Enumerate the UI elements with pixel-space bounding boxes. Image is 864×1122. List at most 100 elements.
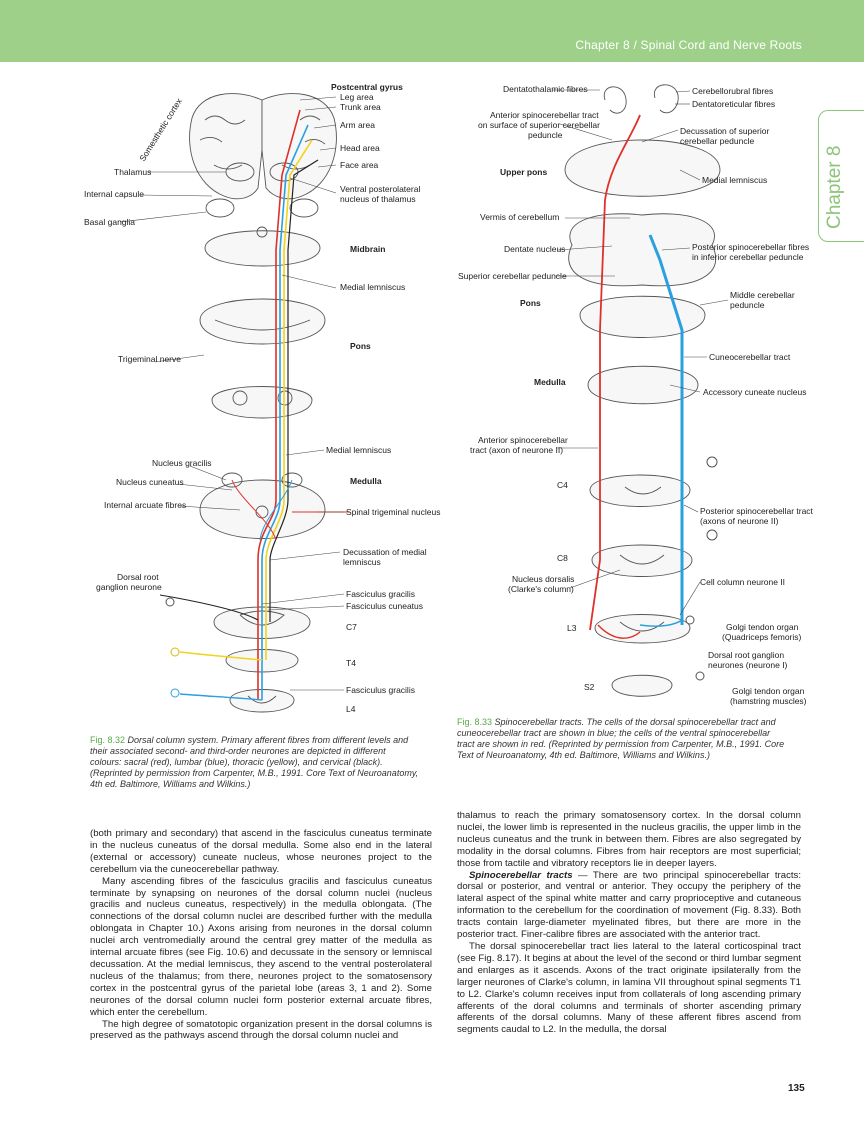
fig-8-32-diagram <box>189 93 337 713</box>
label-medial-lemniscus-1: Medial lemniscus <box>340 282 405 292</box>
label-medial-lemniscus-2: Medial lemniscus <box>326 445 391 455</box>
label-golgi-1b: (Quadriceps femoris) <box>722 632 802 642</box>
fig-8-33-caption: Fig. 8.33 Spinocerebellar tracts. The ce… <box>457 717 802 761</box>
label-cell-column: Cell column neurone II <box>700 577 785 587</box>
label-dorsal-root-1: Dorsal root <box>117 572 159 582</box>
body-paragraph: Spinocerebellar tracts — There are two p… <box>457 870 801 941</box>
label-c4-2: C4 <box>557 480 568 490</box>
label-internal-capsule: Internal capsule <box>84 189 144 199</box>
label-anterior-tract-2: tract (axon of neurone II) <box>470 445 563 455</box>
label-golgi-2b: (hamstring muscles) <box>730 696 807 706</box>
medulla-section-2 <box>587 365 699 405</box>
label-decussation-sup-1: Decussation of superior <box>680 126 769 136</box>
label-dentatoreticular: Dentatoreticular fibres <box>692 99 775 109</box>
fig-8-33-labels: Dentatothalamic fibres Cerebellorubral f… <box>458 84 814 706</box>
label-arm-area: Arm area <box>340 120 375 130</box>
label-vpl-2: nucleus of thalamus <box>340 194 416 204</box>
label-face-area: Face area <box>340 160 379 170</box>
label-anterior-tract-1: Anterior spinocerebellar <box>478 435 568 445</box>
caption-line: (Reprinted by permission from Carpenter,… <box>90 768 419 778</box>
label-nucleus-cuneatus: Nucleus cuneatus <box>116 477 184 487</box>
label-head-area: Head area <box>340 143 380 153</box>
fig-8-32-number: Fig. 8.32 <box>90 735 126 745</box>
caption-line: cuneocerebellar tract are shown in blue;… <box>457 728 771 738</box>
label-fasciculus-cuneatus: Fasciculus cuneatus <box>346 601 423 611</box>
label-nucleus-dorsalis-1: Nucleus dorsalis <box>512 574 574 584</box>
cerebellum-section <box>568 213 717 287</box>
caption-line: 4th ed. Baltimore, Williams and Wilkins.… <box>90 779 251 789</box>
label-anterior-1: Anterior spinocerebellar tract <box>490 110 599 120</box>
segment-s2 <box>611 674 673 697</box>
label-golgi-2a: Golgi tendon organ <box>732 686 805 696</box>
label-c7: C7 <box>346 622 357 632</box>
label-postcentral-gyrus: Postcentral gyrus <box>331 82 403 92</box>
label-fasciculus-gracilis-1: Fasciculus gracilis <box>346 589 415 599</box>
segment-l3 <box>594 614 691 644</box>
fig-8-33-fibres <box>589 114 684 639</box>
caption-line: tract are shown in red. (Reprinted by pe… <box>457 739 785 749</box>
upper-medulla-section <box>211 386 313 419</box>
pons-section-2 <box>579 295 706 338</box>
label-medulla-1: Medulla <box>350 476 382 486</box>
label-cuneocerebellar: Cuneocerebellar tract <box>709 352 791 362</box>
body-paragraph: The high degree of somatotopic organizat… <box>90 1018 432 1042</box>
label-posterior-tract-2: (axons of neurone II) <box>700 516 779 526</box>
label-t4: T4 <box>346 658 356 668</box>
label-vermis: Vermis of cerebellum <box>480 212 559 222</box>
body-paragraph: The dorsal spinocerebellar tract lies la… <box>457 940 801 1036</box>
label-pons-2: Pons <box>520 298 541 308</box>
pons-section <box>199 298 326 345</box>
label-l4: L4 <box>346 704 356 714</box>
label-pons: Pons <box>350 341 371 351</box>
spinal-segment-l4 <box>229 689 295 713</box>
label-decussation-sup-2: cerebellar peduncle <box>680 136 754 146</box>
caption-line: Spinocerebellar tracts. The cells of the… <box>494 717 776 727</box>
label-nucleus-gracilis: Nucleus gracilis <box>152 458 212 468</box>
label-dentate-nucleus: Dentate nucleus <box>504 244 565 254</box>
label-vpl-1: Ventral posterolateral <box>340 184 420 194</box>
label-upper-pons: Upper pons <box>500 167 547 177</box>
label-medulla-2: Medulla <box>534 377 566 387</box>
section-heading: Spinocerebellar tracts <box>469 869 573 881</box>
upper-pons-section <box>564 139 721 197</box>
label-posterior-fibres-2: in inferior cerebellar peduncle <box>692 252 804 262</box>
fig-8-33-number: Fig. 8.33 <box>457 717 493 727</box>
label-posterior-tract-1: Posterior spinocerebellar tract <box>700 506 814 516</box>
label-midbrain: Midbrain <box>350 244 385 254</box>
midbrain-section <box>204 230 321 267</box>
fig-8-32-caption: Fig. 8.32 Dorsal column system. Primary … <box>90 735 430 790</box>
brain-left-hemisphere <box>189 93 263 200</box>
caption-line: Dorsal column system. Primary afferent f… <box>127 735 409 745</box>
label-superior-peduncle: Superior cerebellar peduncle <box>458 271 567 281</box>
label-dentatothalamic: Dentatothalamic fibres <box>503 84 588 94</box>
chapter-header: Chapter 8 / Spinal Cord and Nerve Roots <box>0 0 864 62</box>
label-root-ganglion-2: neurones (neurone I) <box>708 660 788 670</box>
figures-area: Postcentral gyrus Leg area Trunk area Ar… <box>84 82 814 714</box>
label-internal-arcuate: Internal arcuate fibres <box>104 500 186 510</box>
body-right-column: thalamus to reach the primary somatosens… <box>457 810 801 1036</box>
body-text: — There are two principal spinocerebella… <box>457 869 801 941</box>
header-title: Chapter 8 / Spinal Cord and Nerve Roots <box>575 38 802 52</box>
label-trunk-area: Trunk area <box>340 102 381 112</box>
label-decussation-2: lemniscus <box>343 557 381 567</box>
label-trigeminal-nerve: Trigeminal nerve <box>118 354 181 364</box>
label-leg-area: Leg area <box>340 92 374 102</box>
caption-line: Text of Neuroanatomy, 4th ed. Baltimore,… <box>457 750 710 760</box>
label-anterior-3: peduncle <box>528 130 563 140</box>
body-paragraph: (both primary and secondary) that ascend… <box>90 828 432 875</box>
label-medial-lemniscus-3: Medial lemniscus <box>702 175 767 185</box>
label-fasciculus-gracilis-2: Fasciculus gracilis <box>346 685 415 695</box>
label-decussation-1: Decussation of medial <box>343 547 427 557</box>
segment-c8 <box>591 544 693 577</box>
label-anterior-2: on surface of superior cerebellar <box>478 120 600 130</box>
label-middle-peduncle-1: Middle cerebellar <box>730 290 795 300</box>
label-cerebellorubral: Cerebellorubral fibres <box>692 86 773 96</box>
label-middle-peduncle-2: peduncle <box>730 300 765 310</box>
label-spinal-trigeminal: Spinal trigeminal nucleus <box>346 507 441 517</box>
body-left-column: (both primary and secondary) that ascend… <box>90 828 432 1042</box>
label-posterior-fibres-1: Posterior spinocerebellar fibres <box>692 242 809 252</box>
segment-c4 <box>589 474 691 507</box>
label-accessory-cuneate: Accessory cuneate nucleus <box>703 387 806 397</box>
label-l3-2: L3 <box>567 623 577 633</box>
label-basal-ganglia: Basal ganglia <box>84 217 135 227</box>
